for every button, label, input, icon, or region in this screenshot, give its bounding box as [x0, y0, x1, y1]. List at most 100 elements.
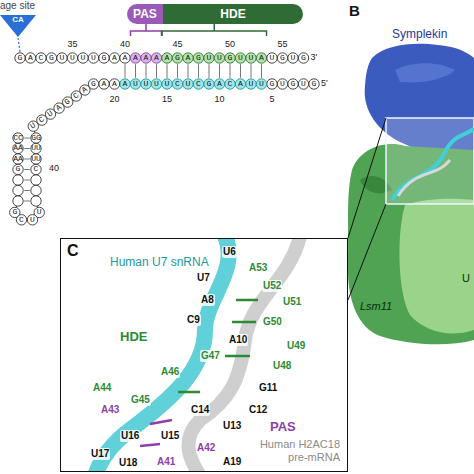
- position-number: 55: [277, 39, 287, 49]
- protein-name: U: [462, 272, 470, 285]
- loop-letter: U: [34, 207, 44, 217]
- nucleotide-label: U48: [272, 360, 292, 372]
- sequence-drawing: [10, 24, 320, 225]
- nucleotide-bead: [31, 196, 41, 206]
- nucleotide-label: U52: [262, 280, 282, 292]
- base-pair-tick: [156, 64, 157, 78]
- base-stick: [178, 300, 258, 392]
- sequence-letters: UCUAGCA: [28, 81, 94, 131]
- nucleotide-label: A53: [248, 262, 268, 274]
- position-number: 40: [49, 163, 59, 173]
- base-pair-tick: [188, 64, 189, 78]
- rna-strand: [398, 160, 450, 196]
- nucleotide-label: A19: [222, 456, 242, 468]
- position-number: 20: [109, 94, 119, 104]
- nucleotide-label: A42: [196, 442, 216, 454]
- region-name: PAS: [270, 420, 296, 435]
- site-letters: CA: [0, 15, 36, 25]
- surface-highlight: [395, 63, 455, 82]
- inset-box: [386, 118, 474, 204]
- nucleotide-bead: [10, 207, 20, 217]
- base-pair-tick: [167, 64, 168, 78]
- nucleotide-label: U49: [286, 340, 306, 352]
- sequence-letters: GACGUUUUGAA: [18, 53, 134, 63]
- nucleotide-label: A44: [92, 382, 112, 394]
- nucleotide-label: G45: [130, 394, 151, 406]
- triangle-shape: [0, 15, 36, 37]
- nucleotide-bead: [13, 175, 23, 185]
- base-pair-tick: [219, 64, 220, 78]
- nucleotide-label: A41: [156, 456, 176, 468]
- sequence-letters: GGUUUUC: [31, 133, 41, 175]
- base-pair-tick: [177, 64, 178, 78]
- nucleotide-label: C12: [248, 404, 268, 416]
- nucleotide-label: U15: [160, 430, 180, 442]
- nucleotide-label: U51: [282, 296, 302, 308]
- base-pair-tick: [251, 64, 252, 78]
- nucleotide-label: U7: [196, 272, 211, 284]
- nucleotide-label: U13: [222, 420, 242, 432]
- base-pair-tick: [125, 64, 126, 78]
- base-pair-tick: [24, 169, 30, 170]
- cleavage-site-marker: age siteCA: [0, 0, 44, 38]
- snrna-ribbon: [95, 239, 229, 471]
- base-pair-tick: [198, 64, 199, 78]
- sequence-letters: GUGUG: [270, 79, 323, 89]
- nucleotide-label: A10: [228, 334, 248, 346]
- loop-letter: U: [27, 215, 37, 225]
- nucleotide-label: U17: [90, 448, 110, 460]
- sequence-letters: AGAGUUGUUA: [165, 53, 270, 63]
- loop-letter: C: [17, 215, 27, 225]
- strand-end: 3': [311, 52, 318, 62]
- region-bracket: [131, 24, 162, 36]
- position-number: 40: [120, 39, 130, 49]
- sequence-letters: GAA: [91, 79, 123, 89]
- sequence-letters: AAA: [133, 53, 165, 63]
- nucleotide-bead: [13, 196, 23, 206]
- nucleotide-bead: [31, 185, 41, 195]
- strand-name: Human H2AC18 pre-mRNA: [244, 438, 340, 464]
- base-pair-tick: [24, 138, 30, 139]
- base-pair-tick: [24, 159, 30, 160]
- nucleotide-label: U16: [120, 430, 140, 442]
- zoom-line: [348, 118, 386, 238]
- panel-letter: B: [349, 2, 360, 19]
- base-pair-tick: [24, 180, 30, 181]
- sequence-letters: UGUG: [270, 53, 312, 63]
- nucleotide-label: C9: [186, 314, 201, 326]
- base-pair-tick: [135, 64, 136, 78]
- nucleotide-label: G50: [262, 316, 283, 328]
- nucleotide-bead: [27, 215, 37, 225]
- loop-letter: G: [10, 207, 20, 217]
- position-number: 50: [225, 39, 235, 49]
- base-pair-tick: [24, 148, 30, 149]
- lsm-surface-light: [399, 199, 474, 334]
- strand-name: Human U7 snRNA: [110, 256, 209, 270]
- region-name: PAS: [133, 7, 157, 21]
- nucleotide-label: A43: [100, 404, 120, 416]
- region-name: HDE: [220, 7, 245, 21]
- zoom-line: [348, 204, 386, 300]
- protein-name: Lsm11: [360, 300, 392, 313]
- rna-strand: [392, 128, 474, 200]
- nucleotide-label: U18: [118, 457, 138, 469]
- position-number: 35: [67, 39, 77, 49]
- hde-box: HDE: [163, 4, 303, 24]
- region-bracket: [162, 24, 267, 36]
- base-pair-tick: [230, 64, 231, 78]
- sequence-letters: AUUUUCUCGACAUU: [123, 79, 270, 89]
- region-name: HDE: [120, 330, 147, 345]
- site-caption: age site: [0, 0, 35, 12]
- nucleotide-bead: [31, 175, 41, 185]
- base-pair-tick: [209, 64, 210, 78]
- position-number: 10: [214, 94, 224, 104]
- nucleotide-label: C14: [190, 404, 210, 416]
- nucleotide-label: G11: [258, 382, 278, 394]
- nucleotide-label: A8: [200, 294, 215, 306]
- strand-end: 5': [321, 78, 328, 88]
- base-pair-tick: [240, 64, 241, 78]
- cleavage-pointer: [18, 38, 20, 52]
- protein-name: Symplekin: [392, 28, 447, 42]
